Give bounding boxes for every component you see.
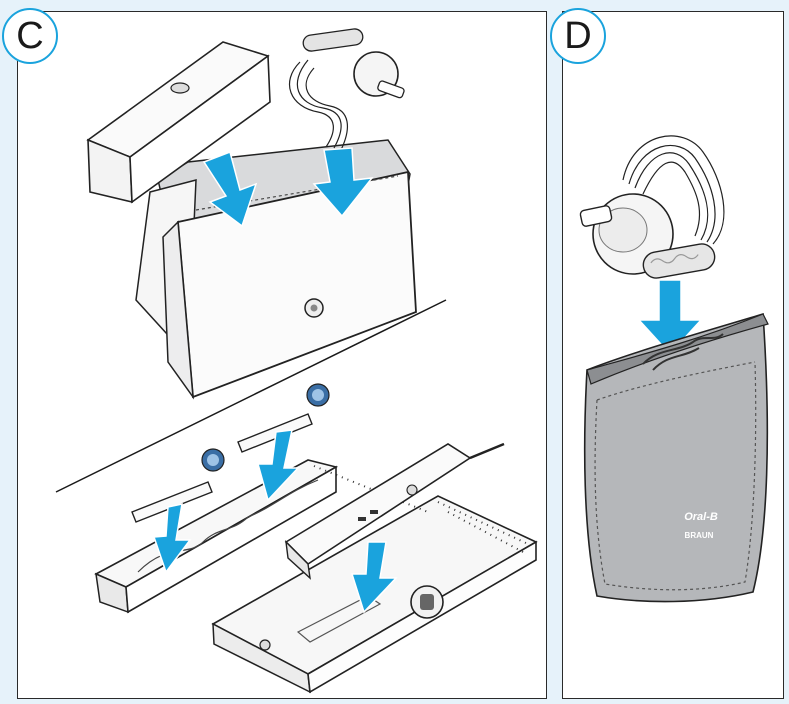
charger-upper [289, 28, 405, 153]
brush-head-1 [131, 448, 225, 523]
panel-d: Oral-B BRAUN [562, 11, 784, 699]
panel-d-illustration: Oral-B BRAUN [579, 135, 769, 603]
arrow-charger-into-bag [312, 147, 374, 218]
panel-c [17, 11, 547, 699]
charger-cord [622, 135, 725, 245]
arrow-case-into-bag [202, 150, 258, 228]
brand-logo: Oral-B [684, 511, 718, 523]
step-badge-c: C [2, 8, 58, 64]
brand-sub-logo: BRAUN [685, 531, 714, 540]
arrow-handle [350, 541, 398, 614]
toothbrush-handle [284, 442, 505, 580]
charger-base [579, 193, 716, 279]
brush-head-2 [237, 383, 330, 453]
arrow-brush-head-2 [257, 429, 300, 502]
arrow-brush-head-1 [152, 503, 192, 574]
divider-line [55, 299, 447, 493]
travel-case-closed [86, 41, 271, 204]
travel-bag [135, 139, 417, 400]
panel-c-illustration [55, 28, 538, 694]
step-badge-d: D [550, 8, 606, 64]
charger-pouch [583, 312, 769, 603]
travel-case-open [94, 459, 538, 694]
